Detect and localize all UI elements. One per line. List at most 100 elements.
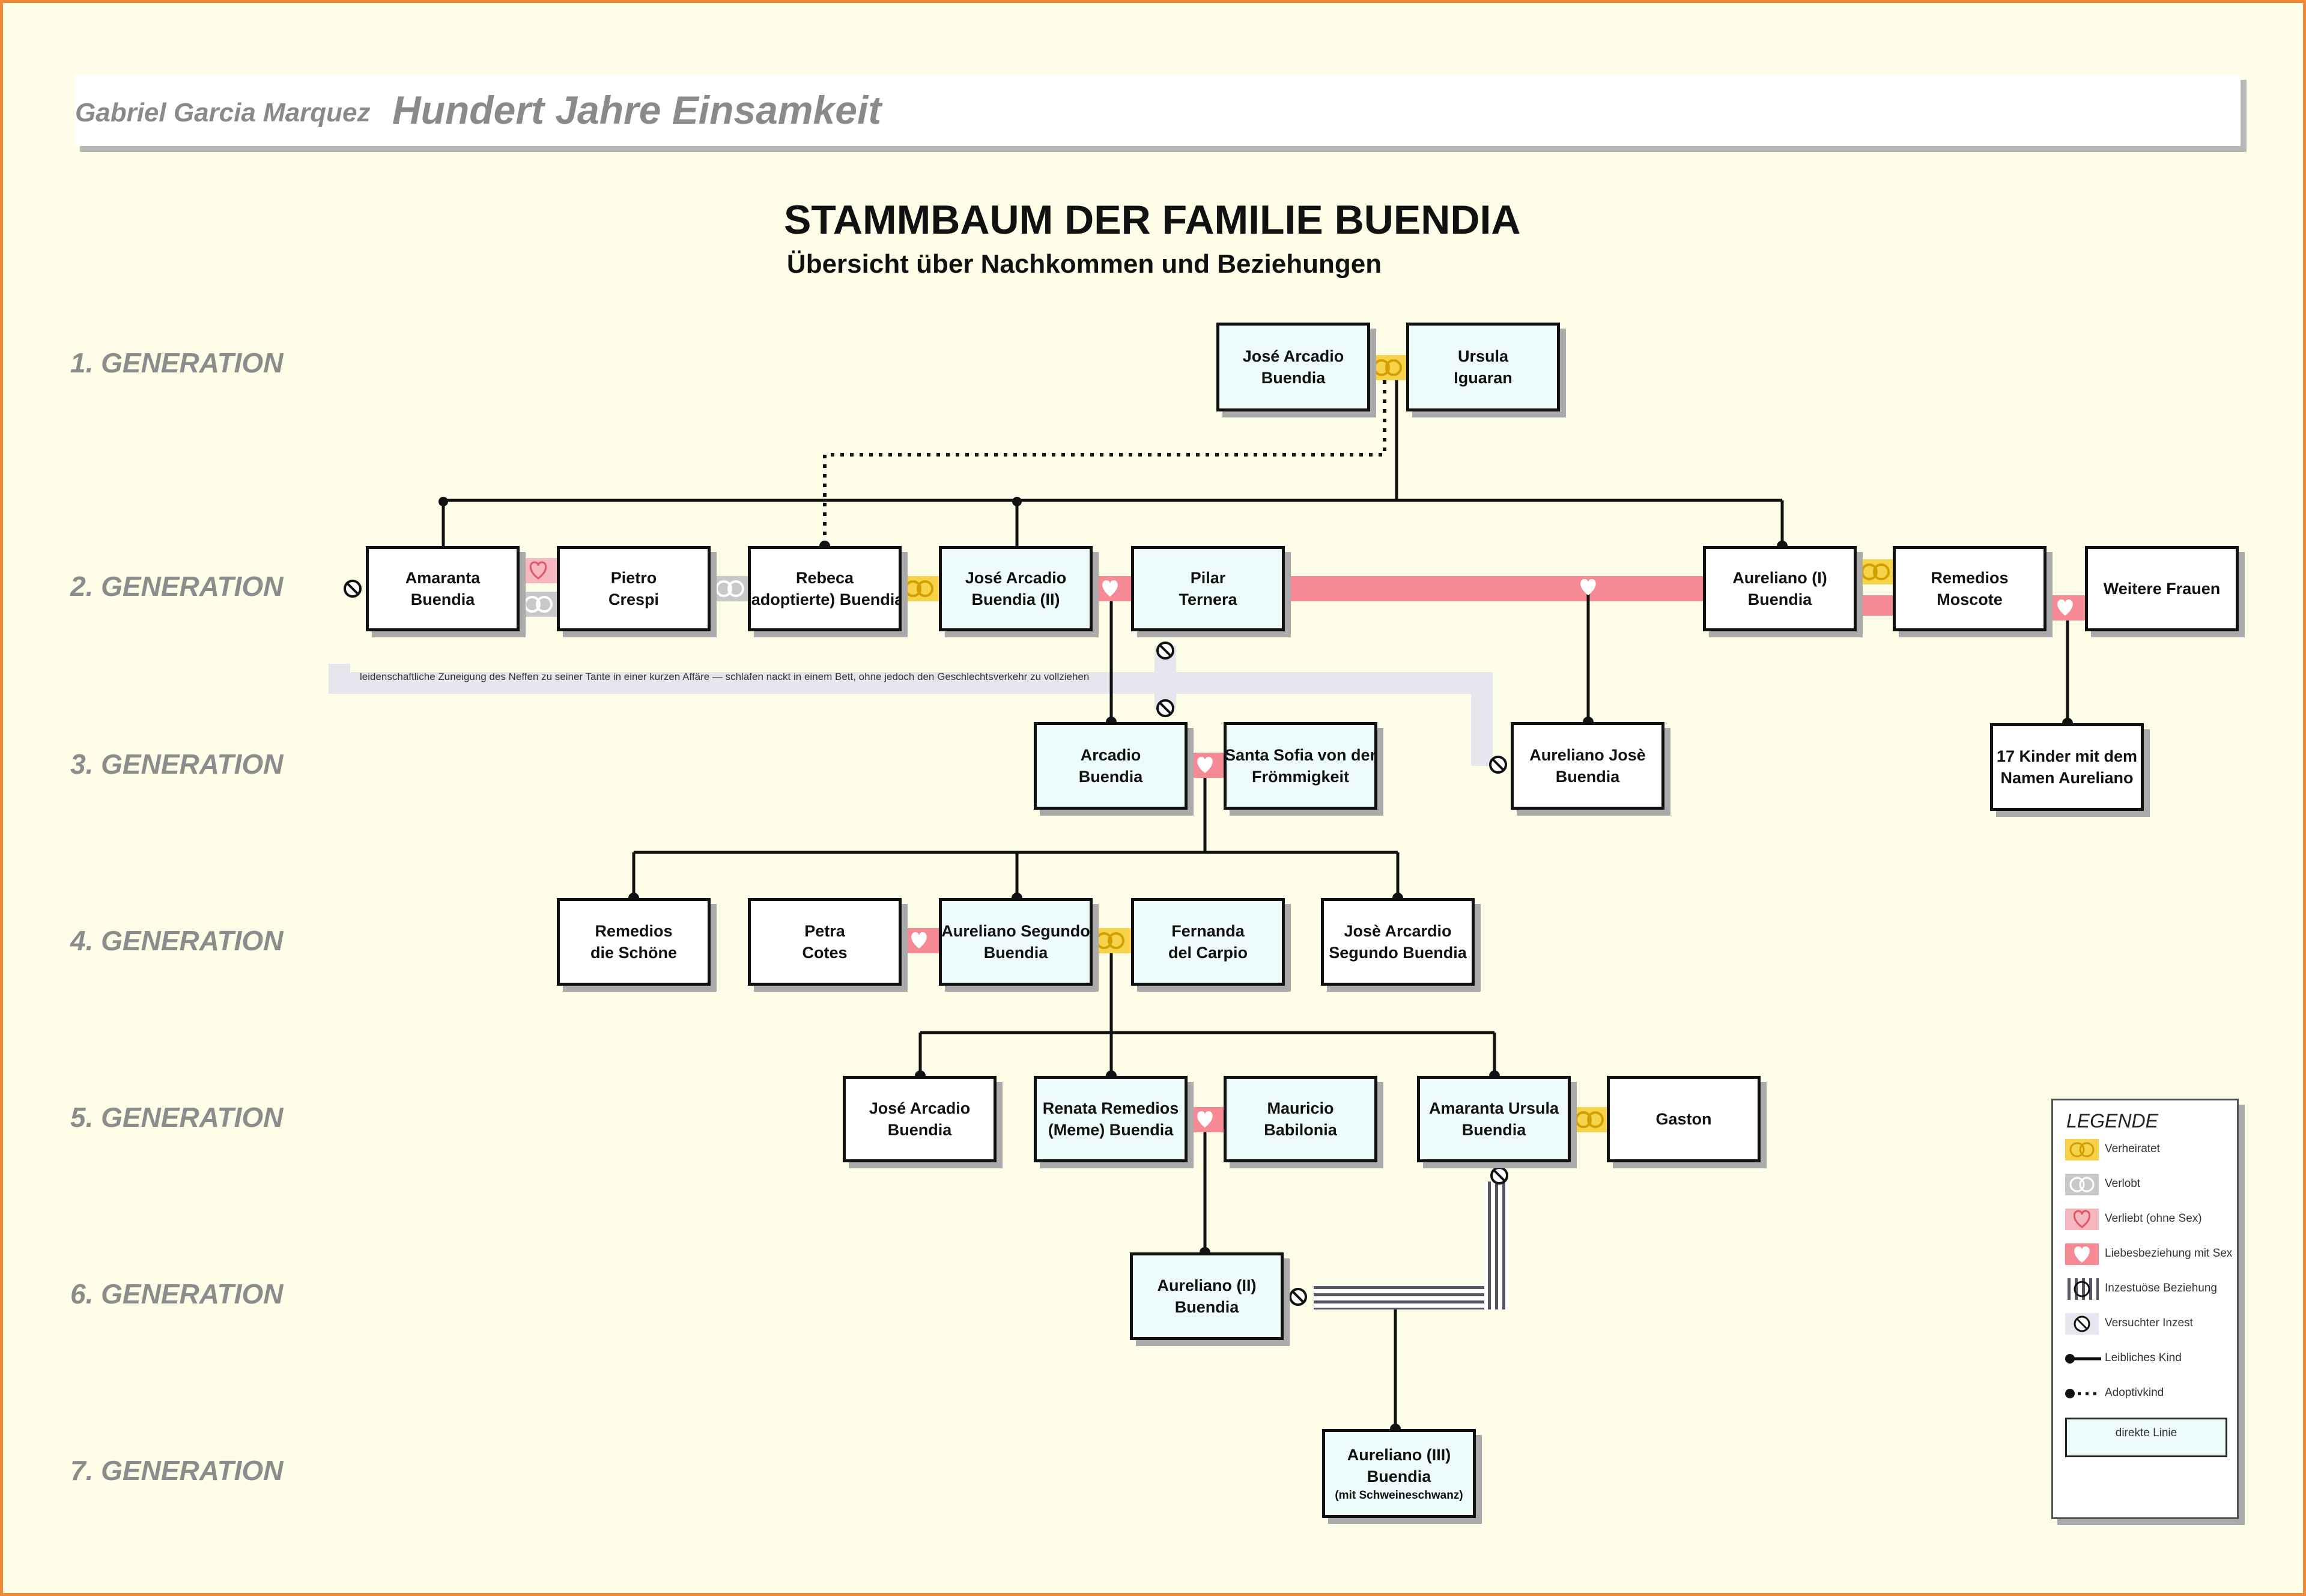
- person-rebeca-buendia[interactable]: Rebeca (adoptierte) Buendia: [748, 546, 902, 631]
- heart-outline-icon: [529, 561, 547, 580]
- person-name-line: Amaranta: [405, 568, 481, 587]
- person-name-line: del Carpio: [1168, 944, 1248, 962]
- generation-label-4: 4. GENERATION: [70, 925, 284, 956]
- person-renata-remedios[interactable]: Renata Remedios(Meme) Buendia: [1034, 1076, 1188, 1162]
- person-name-line: Crespi: [608, 590, 660, 608]
- person-name-line: Iguaran: [1454, 369, 1513, 387]
- person-name-line: Cotes: [802, 944, 848, 962]
- person-name-line: Remedios: [1931, 568, 2009, 587]
- person-name-line: Buendia: [410, 590, 475, 608]
- person-aureliano-1-buendia[interactable]: Aureliano (I) Buendia: [1703, 546, 1857, 631]
- person-name-line: Amaranta Ursula: [1428, 1099, 1559, 1117]
- person-name-line: Rebeca: [795, 568, 854, 587]
- person-name-line: Namen Aureliano: [2000, 769, 2134, 787]
- generation-label-1: 1. GENERATION: [70, 347, 284, 378]
- person-name-line: 17 Kinder mit dem: [1996, 747, 2138, 765]
- person-name-line: Remedios: [595, 921, 673, 940]
- legend-label-adoptive: Adoptivkind: [2105, 1386, 2164, 1399]
- person-name-line: Aureliano Josè: [1529, 745, 1646, 764]
- header-bar: [74, 74, 2241, 146]
- person-name-line: Segundo Buendia: [1329, 944, 1467, 962]
- person-name-line: Babilonia: [1264, 1121, 1337, 1139]
- person-name-line: Buendia: [1174, 1298, 1239, 1316]
- legend-direct-line: direkte Linie: [2065, 1418, 2227, 1457]
- person-name-line: Buendia: [1747, 590, 1812, 608]
- person-name-line: Josè Arcardio: [1344, 921, 1452, 940]
- person-fernanda-del-carpio[interactable]: Fernanda del Carpio: [1131, 898, 1285, 986]
- legend-label-married: Verheiratet: [2105, 1142, 2160, 1155]
- person-weitere-frauen[interactable]: Weitere Frauen: [2085, 546, 2239, 631]
- legend-symbols: [2065, 1139, 2101, 1398]
- affair-band-pilar-aureliano: [1282, 576, 1703, 601]
- generation-label-2: 2. GENERATION: [70, 571, 284, 602]
- person-name-line: Buendia: [1555, 768, 1620, 786]
- person-gaston[interactable]: Gaston: [1607, 1076, 1761, 1162]
- legend-label-affair: Liebesbeziehung mit Sex: [2105, 1247, 2233, 1260]
- legend-label-incest: Inzestuöse Beziehung: [2105, 1282, 2217, 1294]
- person-name-line: Petra: [804, 921, 845, 940]
- diagram-subtitle: Übersicht über Nachkommen und Beziehunge…: [786, 249, 1382, 279]
- attempted-incest-band: [329, 664, 1493, 766]
- generation-label-7: 7. GENERATION: [70, 1455, 284, 1486]
- person-name-line: Aureliano Segundo: [941, 921, 1090, 940]
- person-name-line: Santa Sofia von der: [1224, 745, 1377, 764]
- engaged-rings-icon: [524, 580, 744, 613]
- person-name-line: Fernanda: [1171, 921, 1245, 940]
- incest-band-vertical: [1484, 1182, 1510, 1309]
- author-name: Gabriel Garcia Marquez: [75, 98, 371, 127]
- person-name-line: Aureliano (III): [1347, 1445, 1451, 1464]
- person-name-line: (mit Schweineschwanz): [1335, 1488, 1463, 1502]
- person-name-line: Weitere Frauen: [2103, 579, 2221, 598]
- book-title: Hundert Jahre Einsamkeit: [392, 88, 882, 132]
- person-name-line: die Schöne: [590, 944, 678, 962]
- generation-label-3: 3. GENERATION: [70, 748, 284, 780]
- person-name-line: Gaston: [1655, 1109, 1712, 1128]
- legend: LEGENDE Verheiratet Verlobt Verliebt (oh…: [2051, 1099, 2239, 1519]
- person-name-line: Renata Remedios: [1042, 1099, 1179, 1117]
- person-name-line: Aureliano (I): [1732, 568, 1827, 587]
- person-name-line: Mauricio: [1267, 1099, 1334, 1117]
- person-name-line: Buendia: [983, 944, 1048, 962]
- relationship-lines: [329, 355, 2088, 1434]
- person-aureliano-2[interactable]: Aureliano (II)Buendia: [1130, 1252, 1284, 1340]
- person-name-line: Buendia: [1261, 369, 1326, 387]
- person-aureliano-3[interactable]: Aureliano (III) Buendia (mit Schweineschwa…: [1322, 1429, 1476, 1518]
- person-name-line: Buendia: [1367, 1467, 1431, 1486]
- prohibited-icon: [344, 580, 1508, 1306]
- person-name-line: Frömmigkeit: [1251, 768, 1350, 786]
- person-name-line: Buendia: [887, 1121, 952, 1139]
- legend-label-attempted: Versuchter Inzest: [2105, 1317, 2193, 1329]
- legend-label-child: Leibliches Kind: [2105, 1352, 2182, 1364]
- person-name-line: Pilar: [1190, 568, 1226, 587]
- person-name-line: José Arcadio: [965, 568, 1067, 587]
- person-name-line: (adoptierte) Buendia: [748, 590, 902, 608]
- person-name-line: Moscote: [1937, 590, 2003, 608]
- legend-label-in-love: Verliebt (ohne Sex): [2105, 1212, 2202, 1225]
- incest-band-horizontal: [1314, 1284, 1508, 1309]
- person-name-line: José Arcadio: [1242, 347, 1344, 365]
- person-name-line: Ternera: [1179, 590, 1237, 608]
- person-remedios-die-schoene[interactable]: Remedios die Schöne: [557, 898, 711, 986]
- married-rings-icon: [905, 359, 1890, 1128]
- affair-band-remedios-aureliano: [1856, 595, 1895, 616]
- legend-label-engaged: Verlobt: [2105, 1177, 2141, 1190]
- person-name-line: Buendia: [1461, 1121, 1526, 1139]
